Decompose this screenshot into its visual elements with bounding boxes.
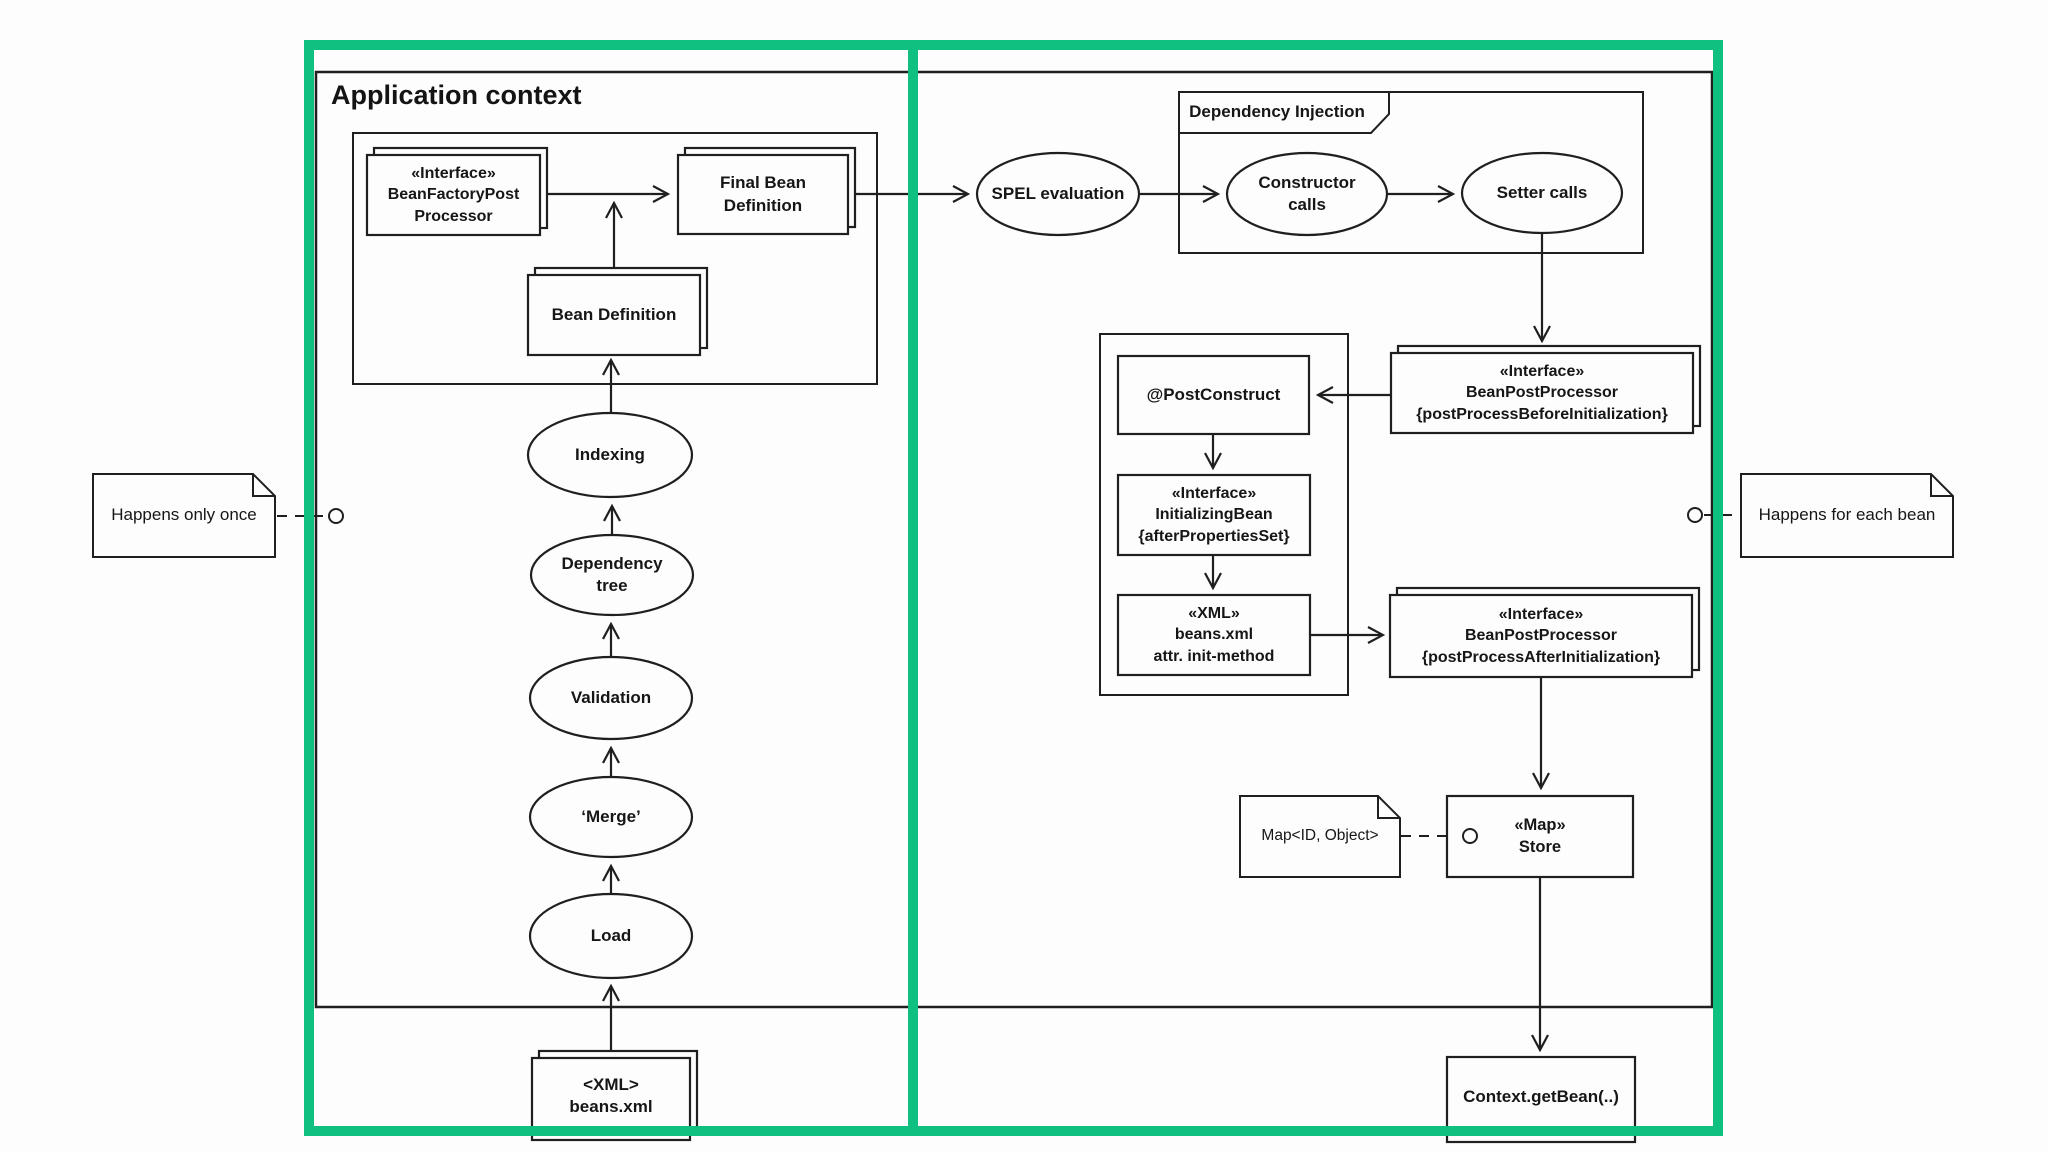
dependency-injection-frame-tab	[1178, 91, 1390, 134]
node-constructor-calls	[1225, 151, 1389, 237]
init-callbacks-container	[1099, 333, 1349, 696]
dependency-injection-frame	[1178, 91, 1644, 254]
node-bean-post-processor-before	[1389, 344, 1702, 435]
node-bean-post-processor-after	[1388, 586, 1701, 679]
node-merge	[528, 775, 694, 859]
interface-circle-icon	[328, 508, 344, 524]
node-final-bean-definition	[676, 146, 857, 236]
node-bean-factory-post-processor	[365, 146, 549, 237]
node-bean-definition	[526, 266, 709, 357]
page-title: Application context	[331, 80, 582, 110]
interface-circle-icon	[1462, 828, 1478, 844]
node-indexing	[526, 411, 694, 499]
note-happens-for-each-bean	[1740, 473, 1954, 558]
note-map-id-object	[1239, 795, 1401, 878]
node-xml-init-method	[1116, 593, 1312, 677]
node-map-store	[1445, 794, 1635, 879]
node-spel-evaluation	[975, 151, 1141, 237]
note-happens-only-once	[92, 473, 276, 558]
highlight-panel-right	[908, 40, 1723, 1136]
node-setter-calls	[1460, 151, 1624, 235]
node-validation	[528, 655, 694, 741]
node-dependency-tree	[529, 533, 695, 617]
interface-circle-icon	[1687, 507, 1703, 523]
node-load	[528, 892, 694, 980]
node-post-construct	[1116, 354, 1311, 436]
application-context-frame	[314, 70, 1714, 1009]
node-initializing-bean	[1116, 473, 1312, 557]
bean-definition-container	[352, 132, 878, 385]
